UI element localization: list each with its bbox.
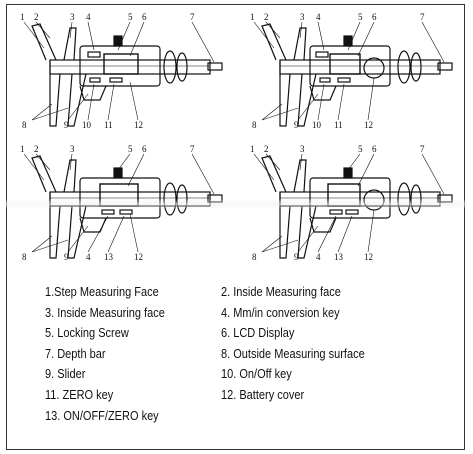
legend-item: 3. Inside Measuring face bbox=[45, 305, 165, 320]
label-5: 5 bbox=[358, 144, 363, 154]
legend-item: 13. ON/OFF/ZERO key bbox=[45, 408, 159, 423]
label-11: 11 bbox=[334, 120, 343, 130]
label-10: 10 bbox=[312, 120, 322, 130]
label-2: 2 bbox=[34, 12, 39, 22]
label-7: 7 bbox=[190, 144, 195, 154]
label-9: 9 bbox=[64, 252, 69, 262]
label-12: 12 bbox=[134, 252, 143, 262]
label-9: 9 bbox=[64, 120, 69, 130]
label-11: 11 bbox=[104, 120, 113, 130]
label-8: 8 bbox=[252, 120, 257, 130]
label-6: 6 bbox=[372, 12, 377, 22]
label-13: 13 bbox=[104, 252, 114, 262]
legend-item: 9. Slider bbox=[45, 367, 86, 382]
legend-item: 6. LCD Display bbox=[221, 326, 295, 341]
caliper-drawing: 1 2 3 5 6 7 8 9 4 13 12 bbox=[250, 144, 453, 262]
label-4: 4 bbox=[316, 252, 321, 262]
label-6: 6 bbox=[372, 144, 377, 154]
legend-item: 1.Step Measuring Face bbox=[45, 285, 159, 299]
label-8: 8 bbox=[252, 252, 257, 262]
label-2: 2 bbox=[264, 12, 269, 22]
caliper-diagram-bottom-left: 1 2 3 5 6 7 8 9 4 13 12 bbox=[10, 140, 230, 275]
label-9: 9 bbox=[294, 120, 299, 130]
legend-item: 2. Inside Measuring face bbox=[221, 285, 341, 299]
label-12: 12 bbox=[364, 120, 373, 130]
label-3: 3 bbox=[300, 144, 305, 154]
label-13: 13 bbox=[334, 252, 344, 262]
label-12: 12 bbox=[134, 120, 143, 130]
caliper-diagram-top-left: 1 2 3 4 5 6 7 8 9 10 11 12 bbox=[10, 8, 230, 143]
legend-item: 8. Outside Measuring surface bbox=[221, 346, 365, 361]
label-1: 1 bbox=[20, 144, 25, 154]
legend-item: 5. Locking Screw bbox=[45, 326, 129, 341]
label-6: 6 bbox=[142, 144, 147, 154]
label-4: 4 bbox=[86, 12, 91, 22]
label-2: 2 bbox=[264, 144, 269, 154]
label-3: 3 bbox=[70, 144, 75, 154]
label-5: 5 bbox=[358, 12, 363, 22]
label-7: 7 bbox=[190, 12, 195, 22]
label-6: 6 bbox=[142, 12, 147, 22]
label-9: 9 bbox=[294, 252, 299, 262]
label-4: 4 bbox=[86, 252, 91, 262]
label-5: 5 bbox=[128, 12, 133, 22]
label-1: 1 bbox=[20, 12, 25, 22]
label-8: 8 bbox=[22, 120, 27, 130]
label-8: 8 bbox=[22, 252, 27, 262]
label-4: 4 bbox=[316, 12, 321, 22]
label-5: 5 bbox=[128, 144, 133, 154]
caliper-diagram-top-right: 1 2 3 4 5 6 7 8 9 10 11 12 bbox=[240, 8, 460, 143]
label-7: 7 bbox=[420, 144, 425, 154]
label-12: 12 bbox=[364, 252, 373, 262]
caliper-drawing: 1 2 3 5 6 7 8 9 4 13 12 bbox=[20, 144, 223, 262]
legend-item: 4. Mm/in conversion key bbox=[221, 305, 340, 320]
label-1: 1 bbox=[250, 12, 255, 22]
caliper-drawing: 1 2 3 4 5 6 7 8 9 10 11 12 bbox=[250, 12, 453, 130]
label-10: 10 bbox=[82, 120, 92, 130]
legend-item: 7. Depth bar bbox=[45, 346, 106, 361]
legend-item: 11. ZERO key bbox=[45, 387, 114, 402]
caliper-diagram-bottom-right: 1 2 3 5 6 7 8 9 4 13 12 bbox=[240, 140, 460, 275]
label-1: 1 bbox=[250, 144, 255, 154]
caliper-drawing: 1 2 3 4 5 6 7 8 9 10 11 12 bbox=[20, 12, 223, 130]
label-2: 2 bbox=[34, 144, 39, 154]
label-3: 3 bbox=[70, 12, 75, 22]
label-3: 3 bbox=[300, 12, 305, 22]
parts-legend: 1.Step Measuring Face 2. Inside Measurin… bbox=[45, 283, 406, 425]
legend-item: 12. Battery cover bbox=[221, 387, 305, 402]
legend-item: 10. On/Off key bbox=[221, 367, 292, 382]
label-7: 7 bbox=[420, 12, 425, 22]
